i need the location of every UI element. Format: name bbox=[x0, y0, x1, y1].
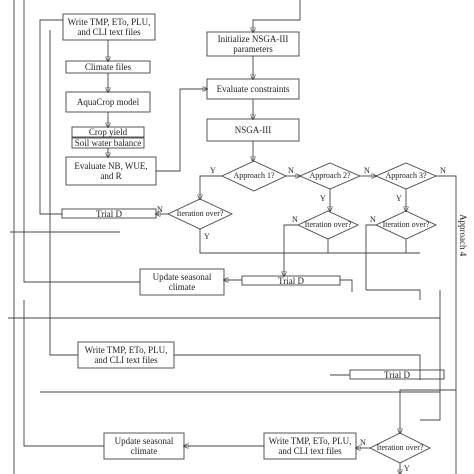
edge-n-iter3: N bbox=[370, 215, 376, 224]
edge-n-iter4: N bbox=[360, 438, 366, 447]
trial-d-3-label: Trial D bbox=[384, 369, 410, 380]
iter1-label: Iteration over? bbox=[176, 209, 224, 218]
update-seasonal-2-label: Update seasonal climate bbox=[114, 436, 174, 456]
edge-n1: N bbox=[288, 166, 294, 175]
eval-constraints-label: Evaluate constraints bbox=[216, 84, 290, 94]
init-nsga-label: Initialize NSGA-III parameters bbox=[217, 34, 289, 54]
climate-files-label: Climate files bbox=[84, 62, 132, 72]
edge-n-iter1: N bbox=[157, 205, 163, 214]
edge-y3: Y bbox=[396, 194, 402, 203]
write-mid-label: Write TMP, ETo, PLU, and CLI text files bbox=[84, 345, 168, 365]
write-bottom-label: Write TMP, ETo, PLU, and CLI text files bbox=[268, 436, 352, 456]
crop-yield-label: Crop yield bbox=[88, 127, 128, 137]
update-seasonal-1-label: Update seasonal climate bbox=[152, 272, 212, 292]
trial-d-1-label: Trial D bbox=[96, 208, 122, 219]
write-top-box bbox=[62, 13, 156, 41]
soil-water-label: Soil water balance bbox=[74, 138, 142, 148]
edge-n2: N bbox=[364, 166, 370, 175]
nsga-label: NSGA-III bbox=[234, 125, 272, 135]
trial-d-3-box bbox=[349, 369, 445, 380]
approach4-label: Approach 4 bbox=[458, 214, 468, 257]
approach3-label: Approach 3? bbox=[385, 171, 427, 180]
iter2-label: Iteration over? bbox=[304, 220, 352, 229]
edge-n-iter2: N bbox=[292, 215, 298, 224]
write-top-label: Write TMP, ETo, PLU, and CLI text files bbox=[67, 17, 151, 37]
edge-y-iter4: Y bbox=[404, 464, 410, 473]
approach1-label: Approach 1? bbox=[233, 171, 275, 180]
approach2-label: Approach 2? bbox=[309, 171, 351, 180]
approach1-diamond bbox=[220, 160, 288, 192]
evaluate-nb-label: Evaluate NB, WUE, and R bbox=[74, 161, 148, 181]
aquacrop-label: AquaCrop model bbox=[76, 97, 140, 107]
edge-y-iter1: Y bbox=[204, 232, 210, 241]
trial-d-2-box bbox=[241, 275, 341, 286]
iter3-label: Iteration over? bbox=[382, 220, 430, 229]
edge-y2: Y bbox=[320, 194, 326, 203]
trial-d-2-label: Trial D bbox=[278, 275, 304, 286]
edge-n3: N bbox=[440, 166, 446, 175]
edge-y1: Y bbox=[210, 166, 216, 175]
iter4-label: Iteration over? bbox=[376, 443, 424, 452]
